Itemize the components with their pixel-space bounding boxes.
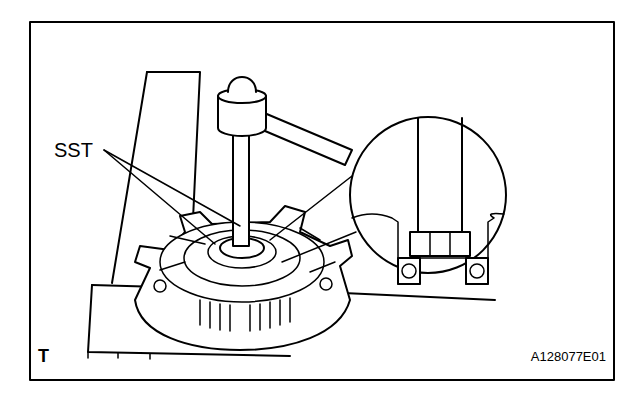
hammer <box>218 77 352 165</box>
figure-frame <box>30 22 614 380</box>
tool-label: SST <box>54 140 93 160</box>
page-mark: T <box>38 347 49 365</box>
detail-leader <box>270 176 356 262</box>
sst-leader <box>104 150 240 244</box>
sst-tool <box>233 128 249 246</box>
bearing-detail <box>350 117 506 284</box>
figure-id: A128077E01 <box>531 350 606 363</box>
